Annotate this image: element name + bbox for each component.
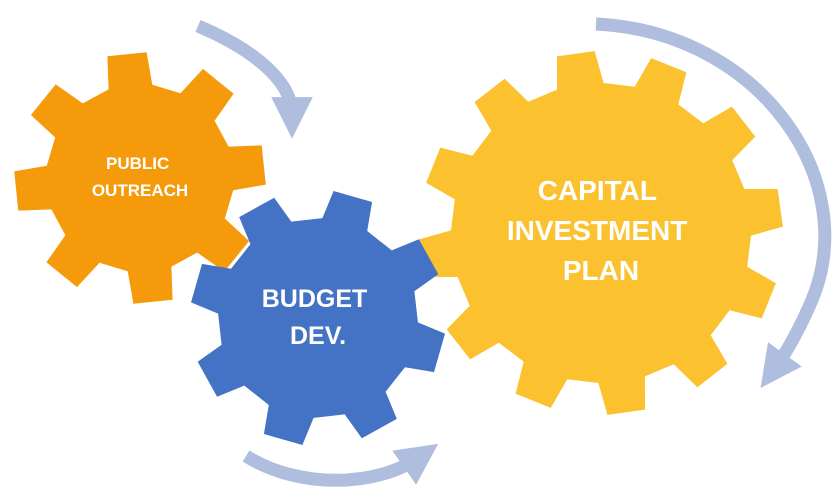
capital-label-line-3: PLAN xyxy=(563,255,639,286)
arrow-capital-loop xyxy=(595,17,832,389)
gear-budget-dev: BUDGET DEV. xyxy=(191,191,445,445)
outreach-label-line-2: OUTREACH xyxy=(92,181,188,200)
gear-public-outreach-shape xyxy=(14,52,266,304)
arrow-budget-to-capital xyxy=(242,443,439,487)
gear-capital-investment-plan-label: CAPITAL INVESTMENT PLAN xyxy=(507,175,695,286)
gear-budget-dev-label: BUDGET DEV. xyxy=(262,285,375,350)
gear-public-outreach: PUBLIC OUTREACH xyxy=(14,52,266,304)
arrow-outreach-to-budget xyxy=(195,20,313,139)
gear-capital-investment-plan-shape xyxy=(419,51,783,415)
budget-label-line-2: DEV. xyxy=(290,322,346,350)
budget-label-line-1: BUDGET xyxy=(262,285,368,313)
capital-label-line-1: CAPITAL xyxy=(538,175,657,206)
gear-budget-dev-shape xyxy=(191,191,445,445)
gear-capital-investment-plan: CAPITAL INVESTMENT PLAN xyxy=(419,51,783,415)
capital-label-line-2: INVESTMENT xyxy=(507,215,687,246)
gear-public-outreach-label: PUBLIC OUTREACH xyxy=(92,154,188,200)
outreach-label-line-1: PUBLIC xyxy=(106,154,169,173)
